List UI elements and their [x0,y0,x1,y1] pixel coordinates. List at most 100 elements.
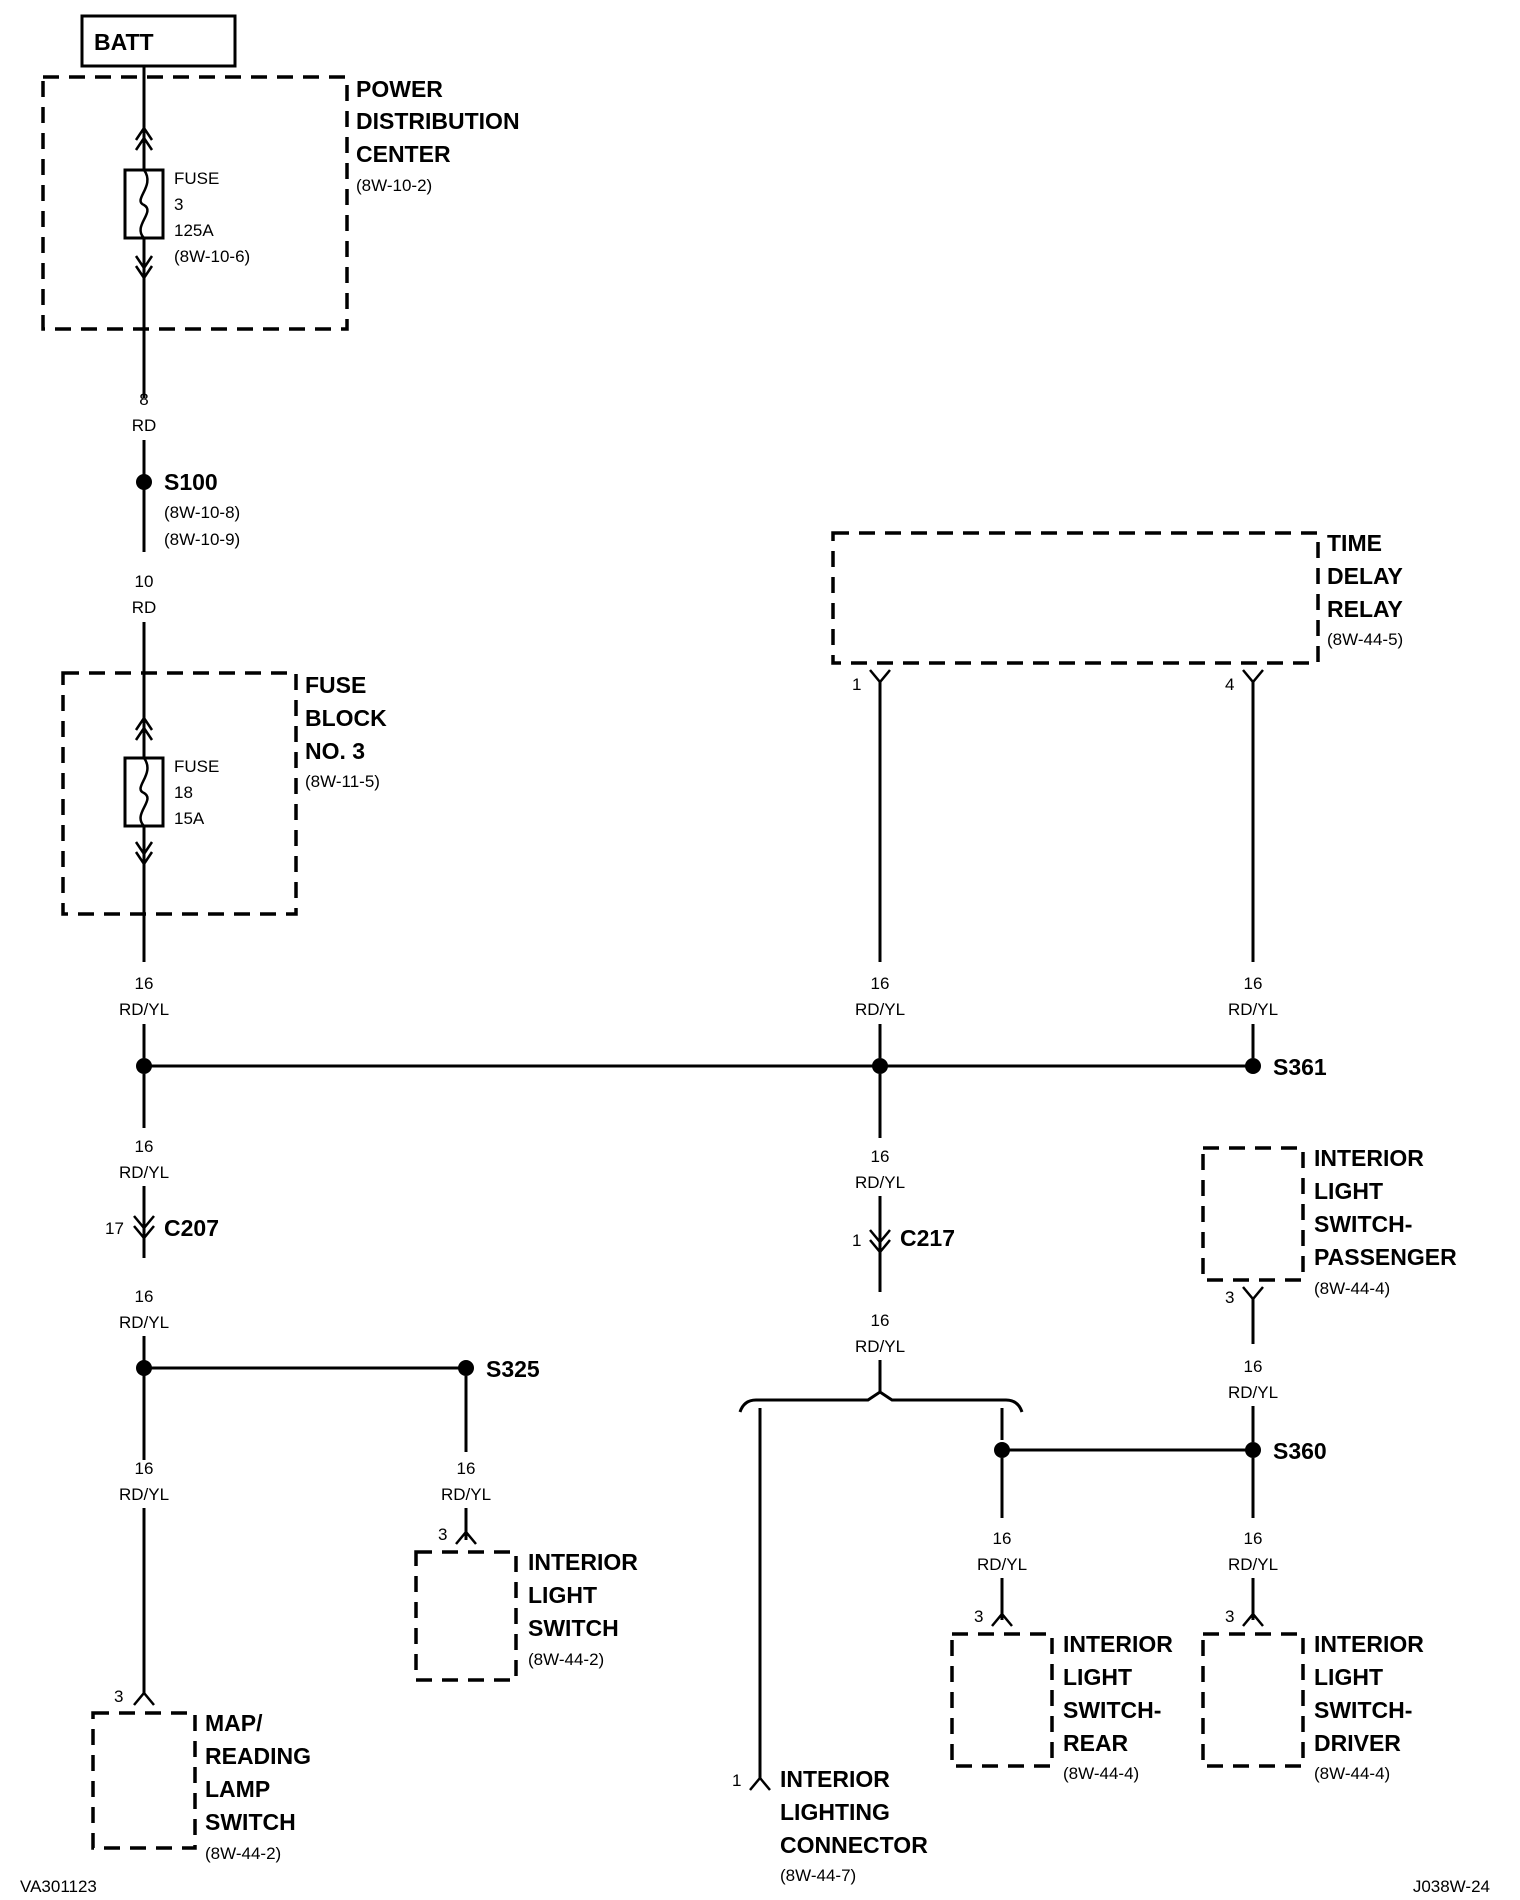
svg-text:18: 18 [174,783,193,802]
svg-text:INTERIOR: INTERIOR [1314,1631,1424,1657]
svg-text:3: 3 [438,1525,447,1544]
svg-text:16: 16 [135,1287,154,1306]
svg-text:RD/YL: RD/YL [1228,1555,1278,1574]
svg-text:1: 1 [732,1771,741,1790]
power-distribution-center: POWER DISTRIBUTION CENTER (8W-10-2) [41,75,520,331]
svg-text:BLOCK: BLOCK [305,705,387,731]
svg-text:BATT: BATT [94,29,154,55]
svg-text:SWITCH-: SWITCH- [1314,1697,1412,1723]
splice-s100: S100 (8W-10-8) (8W-10-9) [136,469,240,549]
svg-text:S361: S361 [1273,1054,1327,1080]
connector-c217: 1 C217 [852,1225,955,1254]
svg-text:16: 16 [1244,1529,1263,1548]
wire-label-left-2: 16 RD/YL [119,1287,169,1332]
footer-right-code: J038W-24 [1413,1877,1490,1896]
svg-text:LIGHTING: LIGHTING [780,1799,890,1825]
svg-text:LAMP: LAMP [205,1776,270,1802]
splice-s361: S361 [1273,1054,1327,1080]
wire-label-bus-right: 16 RD/YL [1228,974,1278,1019]
svg-text:3: 3 [1225,1288,1234,1307]
svg-text:RD/YL: RD/YL [119,1313,169,1332]
svg-text:16: 16 [135,1137,154,1156]
wire-label-passenger: 16 RD/YL [1228,1357,1278,1402]
fuse-18: FUSE 18 15A [123,715,219,867]
svg-text:16: 16 [457,1459,476,1478]
svg-text:LIGHT: LIGHT [528,1582,597,1608]
svg-text:DRIVER: DRIVER [1314,1730,1401,1756]
svg-text:3: 3 [974,1607,983,1626]
wire-label-left-3: 16 RD/YL [119,1459,169,1504]
harness-brace [738,1390,1024,1413]
svg-text:(8W-44-4): (8W-44-4) [1314,1279,1390,1298]
wire-label-bus-mid: 16 RD/YL [855,974,905,1019]
main-bus [136,1058,1261,1074]
svg-text:1: 1 [852,675,861,694]
svg-text:16: 16 [1244,1357,1263,1376]
fuse-3: FUSE 3 125A (8W-10-6) [123,125,250,281]
map-reading-lamp-switch: 3 MAP/ READING LAMP SWITCH (8W-44-2) [91,1687,311,1863]
svg-text:S360: S360 [1273,1438,1327,1464]
svg-text:16: 16 [993,1529,1012,1548]
svg-text:17: 17 [105,1219,124,1238]
svg-text:(8W-10-8): (8W-10-8) [164,503,240,522]
svg-text:(8W-44-5): (8W-44-5) [1327,630,1403,649]
svg-text:16: 16 [135,974,154,993]
svg-text:S325: S325 [486,1356,540,1382]
svg-text:15A: 15A [174,809,205,828]
svg-text:SWITCH: SWITCH [528,1615,619,1641]
svg-text:RD/YL: RD/YL [119,1485,169,1504]
svg-text:DELAY: DELAY [1327,563,1403,589]
svg-text:DISTRIBUTION: DISTRIBUTION [356,108,520,134]
svg-text:SWITCH-: SWITCH- [1314,1211,1412,1237]
svg-text:POWER: POWER [356,76,443,102]
svg-text:3: 3 [1225,1607,1234,1626]
splice-s325: S325 [136,1356,540,1382]
svg-text:LIGHT: LIGHT [1314,1178,1383,1204]
splice-s360: S360 [994,1438,1327,1464]
svg-text:RD/YL: RD/YL [1228,1383,1278,1402]
svg-text:LIGHT: LIGHT [1063,1664,1132,1690]
svg-text:RD/YL: RD/YL [441,1485,491,1504]
svg-text:(8W-10-9): (8W-10-9) [164,530,240,549]
svg-text:RD/YL: RD/YL [855,1173,905,1192]
wire-label-mid-2: 16 RD/YL [855,1311,905,1356]
svg-text:FUSE: FUSE [174,757,219,776]
svg-text:INTERIOR: INTERIOR [1063,1631,1173,1657]
svg-text:16: 16 [1244,974,1263,993]
svg-text:RD/YL: RD/YL [977,1555,1027,1574]
svg-text:PASSENGER: PASSENGER [1314,1244,1457,1270]
svg-text:16: 16 [871,974,890,993]
wire-label-s325-down: 16 RD/YL [441,1459,491,1504]
svg-text:(8W-44-7): (8W-44-7) [780,1866,856,1885]
wire-label-driver: 16 RD/YL [1228,1529,1278,1574]
svg-text:CONNECTOR: CONNECTOR [780,1832,928,1858]
svg-text:(8W-10-6): (8W-10-6) [174,247,250,266]
svg-text:READING: READING [205,1743,311,1769]
svg-text:RD: RD [132,598,157,617]
wire-label-mid-1: 16 RD/YL [855,1147,905,1192]
footer-left-code: VA301123 [20,1877,97,1896]
svg-text:(8W-11-5): (8W-11-5) [305,772,380,791]
svg-text:(8W-44-2): (8W-44-2) [205,1844,281,1863]
svg-text:4: 4 [1225,675,1234,694]
fuse-block-no3: FUSE BLOCK NO. 3 (8W-11-5) [61,671,387,916]
svg-text:INTERIOR: INTERIOR [1314,1145,1424,1171]
svg-text:(8W-44-4): (8W-44-4) [1314,1764,1390,1783]
svg-text:INTERIOR: INTERIOR [780,1766,890,1792]
wire-label-bus-left: 16 RD/YL [119,974,169,1019]
wire-label-left-1: 16 RD/YL [119,1137,169,1182]
svg-text:RD: RD [132,416,157,435]
svg-text:INTERIOR: INTERIOR [528,1549,638,1575]
svg-text:RD/YL: RD/YL [119,1163,169,1182]
svg-text:FUSE: FUSE [174,169,219,188]
svg-text:RD/YL: RD/YL [1228,1000,1278,1019]
interior-light-switch-driver: 3 INTERIOR LIGHT SWITCH- DRIVER (8W-44-4… [1201,1607,1424,1783]
svg-text:8: 8 [139,390,148,409]
svg-text:125A: 125A [174,221,214,240]
svg-text:RD/YL: RD/YL [855,1000,905,1019]
interior-light-switch-rear: 3 INTERIOR LIGHT SWITCH- REAR (8W-44-4) [950,1607,1173,1783]
svg-text:10: 10 [135,572,154,591]
svg-text:S100: S100 [164,469,218,495]
svg-text:FUSE: FUSE [305,672,366,698]
